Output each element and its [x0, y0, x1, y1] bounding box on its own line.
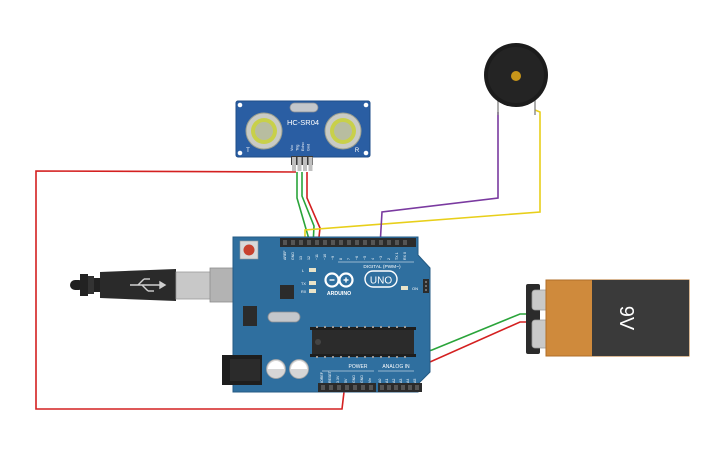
usb-chip	[280, 285, 294, 299]
led-label-l: L	[302, 269, 304, 273]
wire-yellow-buzzer	[304, 109, 541, 246]
pin-10: ~10	[323, 254, 327, 260]
pin-gnd-top: GND	[291, 252, 295, 260]
analog-pin-labels: A0 A1 A2 A3 A4 A5	[378, 379, 417, 383]
sensor-pin-echo: Echo	[301, 142, 305, 151]
arduino-uno-board[interactable]: AREF GND 13 12 ~11 ~10 ~9 8 7 ~6 ~5 4 ~3…	[222, 236, 431, 393]
pin-aref: AREF	[283, 250, 287, 260]
status-leds: L TX RX	[301, 268, 316, 294]
pin-12: 12	[307, 256, 311, 260]
sensor-header	[291, 156, 313, 171]
crystal-oscillator	[267, 311, 301, 323]
transducer-left	[245, 112, 283, 150]
pin-gnd-2: GND	[360, 375, 364, 383]
arduino-logo-text: ARDUINO	[327, 291, 351, 297]
sensor-mark-t: T	[246, 148, 250, 154]
led-label-rx: RX	[301, 290, 307, 294]
analog-header	[378, 383, 422, 392]
digital-header	[280, 238, 416, 247]
pin-11: ~11	[315, 254, 319, 260]
capacitor-left	[266, 359, 286, 379]
icsp-header	[423, 279, 429, 293]
battery-label: 9V	[615, 306, 637, 331]
pin-4: 4	[371, 258, 375, 260]
ultrasonic-sensor[interactable]: HC-SR04 T R Vcc Trig Echo Gnd	[235, 100, 371, 171]
pin-a4: A4	[406, 379, 410, 383]
sensor-model-label: HC-SR04	[287, 118, 319, 127]
power-led	[401, 286, 408, 290]
pin-gnd-1: GND	[352, 375, 356, 383]
uno-text: UNO	[370, 276, 392, 287]
pin-ioref: IOREF	[320, 371, 324, 383]
sensor-pin-trig: Trig	[296, 145, 300, 151]
pin-reset: RESET	[328, 370, 332, 383]
reset-button[interactable]	[239, 240, 259, 260]
capacitor-right	[289, 359, 309, 379]
digital-label: DIGITAL (PWM~)	[363, 264, 401, 270]
pin-a1: A1	[385, 379, 389, 383]
power-header	[318, 383, 376, 392]
sensor-pin-gnd: Gnd	[307, 144, 311, 151]
pin-5v: 5V	[344, 378, 348, 383]
pin-9: ~9	[331, 256, 335, 260]
pin-a0: A0	[378, 379, 382, 383]
pin-8: 8	[339, 258, 343, 260]
pin-3v3: 3.3V	[336, 375, 340, 383]
led-label-tx: TX	[301, 282, 306, 286]
digital-pin-labels: AREF GND 13 12 ~11 ~10 ~9 8 7 ~6 ~5 4 ~3…	[283, 250, 407, 260]
power-pin-labels: IOREF RESET 3.3V 5V GND GND Vin	[320, 370, 372, 383]
piezo-buzzer[interactable]	[484, 43, 548, 115]
pin-rx0: RX 0	[403, 252, 407, 260]
wire-purple-buzzer	[379, 112, 499, 247]
uno-badge: UNO	[364, 270, 398, 288]
voltage-regulator	[243, 306, 257, 326]
pin-3: ~3	[379, 256, 383, 260]
dc-power-jack[interactable]	[222, 355, 262, 385]
on-label: ON	[412, 286, 418, 291]
pin-a3: A3	[399, 379, 403, 383]
pin-vin: Vin	[368, 378, 372, 383]
microcontroller-chip	[310, 326, 416, 358]
battery-9v[interactable]: 9V	[526, 279, 690, 357]
pin-7: 7	[347, 258, 351, 260]
power-label: POWER	[349, 364, 368, 370]
pin-tx1: TX 1	[395, 252, 399, 260]
arduino-logo-icon	[324, 272, 354, 288]
usb-icon	[130, 278, 167, 292]
wire-green-trig	[301, 172, 315, 247]
pin-13: 13	[299, 256, 303, 260]
pin-5: ~5	[363, 256, 367, 260]
transducer-right	[324, 112, 362, 150]
pin-a5: A5	[413, 379, 417, 383]
sensor-pin-labels: Vcc Trig Echo Gnd	[290, 142, 311, 151]
sensor-mark-r: R	[355, 148, 360, 154]
pin-6: ~6	[355, 256, 359, 260]
pin-a2: A2	[392, 379, 396, 383]
usb-cable[interactable]	[70, 267, 245, 303]
sensor-pin-vcc: Vcc	[290, 145, 294, 151]
analog-label: ANALOG IN	[382, 364, 410, 370]
pin-2: 2	[387, 258, 391, 260]
